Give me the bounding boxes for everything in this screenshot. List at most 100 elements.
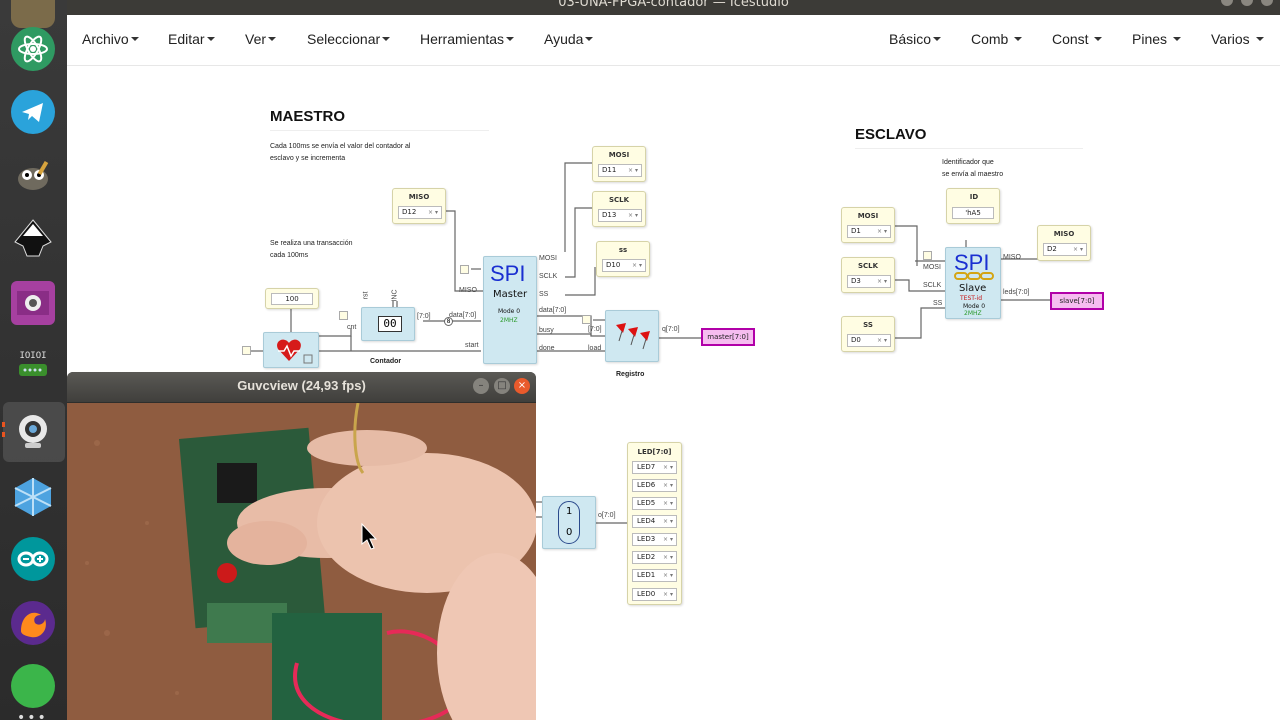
caret-icon	[268, 37, 277, 41]
close-icon[interactable]	[1261, 0, 1273, 6]
pin-miso-slave[interactable]: MISO D2	[1037, 225, 1091, 261]
menu-bar: Archivo Editar Ver Seleccionar Herramien…	[67, 15, 1280, 66]
screen-recorder-icon[interactable]	[11, 281, 55, 325]
telegram-icon[interactable]	[11, 90, 55, 134]
pin-select[interactable]: D1	[847, 225, 891, 238]
led-select[interactable]: LED2	[632, 551, 677, 564]
spi-slave-port-sclk: SCLK	[923, 282, 942, 289]
register-block[interactable]	[605, 310, 659, 362]
spi-slave-port-leds: leds[7:0]	[1003, 289, 1030, 296]
inkscape-icon[interactable]	[11, 216, 55, 260]
minimize-icon[interactable]: –	[473, 378, 489, 394]
pin-select[interactable]: D12	[398, 206, 442, 219]
svg-text:IOIOI: IOIOI	[19, 351, 46, 361]
arduino-icon[interactable]	[11, 537, 55, 581]
pin-select[interactable]: D13	[598, 209, 642, 222]
firefox-icon[interactable]	[11, 601, 55, 645]
running-indicator	[2, 432, 5, 437]
id-value[interactable]: 'hA5	[952, 207, 994, 219]
master-output-label[interactable]: master[7:0]	[701, 328, 755, 346]
pin-select[interactable]: D0	[847, 334, 891, 347]
minimize-icon[interactable]	[1221, 0, 1233, 6]
menu-const[interactable]: Const	[1052, 31, 1103, 47]
menu-basico[interactable]: Básico	[889, 31, 942, 47]
pin-select[interactable]: D11	[598, 164, 642, 177]
pin-sclk-slave[interactable]: SCLK D3	[841, 257, 895, 293]
menu-varios[interactable]: Varios	[1211, 31, 1264, 47]
pin-select[interactable]: D2	[1043, 243, 1087, 256]
led-select[interactable]: LED5	[632, 497, 677, 510]
caret-icon	[1255, 37, 1264, 41]
pin-ss-master[interactable]: ss D10	[596, 241, 650, 277]
spi-role: Master	[493, 289, 528, 300]
led-select[interactable]: LED3	[632, 533, 677, 546]
caret-icon	[1172, 37, 1181, 41]
guvcview-window[interactable]: Guvcview (24,93 fps) – □ ×	[67, 372, 536, 720]
id-const-block[interactable]: ID 'hA5	[946, 188, 1000, 224]
spi-master-port-busy: busy	[539, 327, 554, 334]
running-indicator	[2, 422, 5, 427]
title-divider	[855, 148, 1083, 149]
window-title: 03-UNA-FPGA-contador — Icestudio	[558, 0, 789, 10]
led-select[interactable]: LED6	[632, 479, 677, 492]
pin-select[interactable]: D3	[847, 275, 891, 288]
pin-miso-master[interactable]: MISO D12	[392, 188, 446, 224]
menu-ver[interactable]: Ver	[245, 31, 277, 47]
pin-mosi-master[interactable]: MOSI D11	[592, 146, 646, 182]
video-frame-image	[67, 403, 536, 720]
menu-herramientas[interactable]: Herramientas	[420, 31, 515, 47]
register-port-in: [7:0]	[588, 326, 602, 333]
gimp-icon[interactable]	[11, 153, 55, 197]
id-name: ID	[969, 193, 979, 201]
atom-editor-icon[interactable]	[11, 27, 55, 71]
more-apps-icon[interactable]: •••	[17, 710, 48, 726]
menu-editar[interactable]: Editar	[168, 31, 215, 47]
menu-seleccionar[interactable]: Seleccionar	[307, 31, 391, 47]
counter-block[interactable]: 00	[361, 307, 415, 341]
spi-mode: Mode 0	[498, 308, 521, 315]
master-note-2: Se realiza una transacción cada 100ms	[270, 240, 353, 259]
slave-title: ESCLAVO	[855, 126, 927, 143]
maximize-icon[interactable]	[1241, 0, 1253, 6]
register-port-out: q[7:0]	[662, 326, 680, 333]
spi-slave-block[interactable]: SPI Slave TEST-id Mode 0 2MHZ	[945, 247, 1001, 319]
slave-output-label[interactable]: slave[7:0]	[1050, 292, 1104, 310]
spi-freq: 2MHZ	[500, 317, 518, 324]
led-select[interactable]: LED1	[632, 569, 677, 582]
spi-master-port-start: start	[465, 342, 479, 349]
guvcview-titlebar[interactable]: Guvcview (24,93 fps)	[67, 372, 536, 402]
const-value[interactable]: 100	[271, 293, 313, 305]
pin-ss-slave[interactable]: SS D0	[841, 316, 895, 352]
caret-icon	[506, 37, 515, 41]
input-port	[339, 311, 348, 320]
input-port	[460, 265, 469, 274]
webcam-icon[interactable]	[11, 409, 55, 453]
heartbeat-timer[interactable]	[263, 332, 319, 368]
pin-select[interactable]: D10	[602, 259, 646, 272]
menu-archivo[interactable]: Archivo	[82, 31, 139, 47]
caret-icon	[585, 37, 594, 41]
cube-app-icon[interactable]	[11, 474, 55, 518]
serial-terminal-icon[interactable]: IOIOI	[11, 344, 55, 388]
led-output-block[interactable]: LED[7:0] LED7 LED6 LED5 LED4 LED3 LED2 L…	[627, 442, 682, 605]
pin-sclk-master[interactable]: SCLK D13	[592, 191, 646, 227]
pushpin-icon	[616, 323, 650, 350]
spi-slave-port-miso: MISO	[1003, 254, 1021, 261]
mux-block[interactable]: 1 0	[542, 496, 596, 549]
maximize-icon[interactable]: □	[494, 378, 510, 394]
close-icon[interactable]: ×	[514, 378, 530, 394]
pin-mosi-slave[interactable]: MOSI D1	[841, 207, 895, 243]
menu-comb[interactable]: Comb	[971, 31, 1023, 47]
phone-app-icon[interactable]	[11, 664, 55, 708]
menu-ayuda[interactable]: Ayuda	[544, 31, 594, 47]
file-manager-icon[interactable]	[11, 0, 55, 28]
const-100-block[interactable]: 100	[265, 288, 319, 309]
led-select[interactable]: LED4	[632, 515, 677, 528]
led-select[interactable]: LED7	[632, 461, 677, 474]
spi-master-block[interactable]: SPI Master Mode 0 2MHZ	[483, 256, 537, 364]
launcher: IOIOI •••	[0, 0, 67, 726]
led-select[interactable]: LED0	[632, 588, 677, 601]
register-caption: Registro	[616, 371, 645, 378]
caret-icon	[130, 37, 139, 41]
menu-pines[interactable]: Pines	[1132, 31, 1181, 47]
